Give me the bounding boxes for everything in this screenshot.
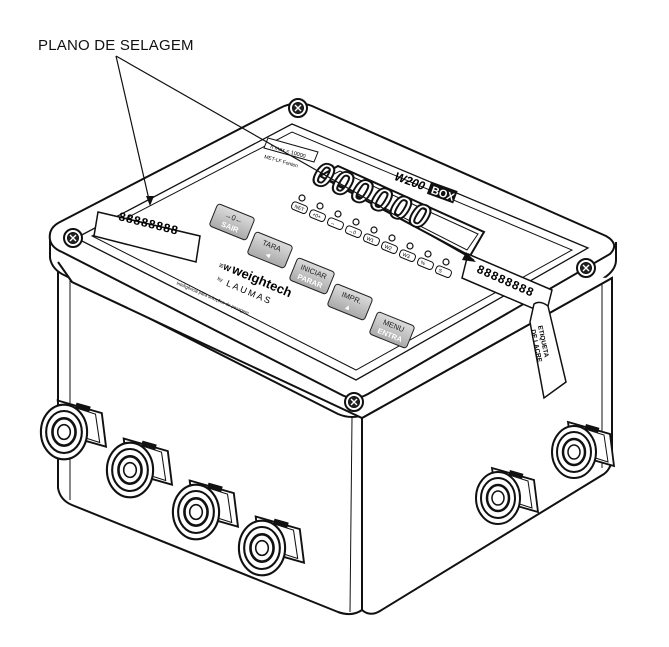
status-led: ↔	[326, 210, 344, 230]
status-led-label: %	[419, 260, 426, 267]
led-dot	[370, 226, 378, 234]
key-button[interactable]: IMPR.▲	[327, 283, 373, 321]
status-led-label: NET	[293, 204, 305, 213]
cable-gland-icon	[39, 399, 108, 461]
cable-gland-icon	[171, 479, 240, 541]
callout-leaders	[115, 55, 476, 262]
callout-label: PLANO DE SELAGEM	[38, 37, 194, 54]
led-dot	[298, 194, 306, 202]
screw-icon	[344, 392, 364, 412]
status-led: W1	[362, 226, 380, 246]
status-led: W3	[398, 242, 416, 262]
status-led-label: W3	[401, 252, 410, 260]
led-dot	[388, 234, 396, 242]
led-dot	[352, 218, 360, 226]
screw-icon	[63, 228, 83, 248]
key-bottom-label: ◄	[263, 250, 273, 261]
cable-glands	[39, 399, 616, 577]
led-dot	[424, 250, 432, 258]
key-bottom-label: ▲	[343, 302, 353, 313]
screw-icon	[288, 98, 308, 118]
cable-gland-icon	[475, 466, 540, 525]
status-led-label: +0+	[311, 212, 321, 221]
status-led: NET	[290, 194, 308, 214]
led-dot	[442, 258, 450, 266]
led-dot	[316, 202, 324, 210]
cable-gland-icon	[105, 437, 174, 499]
status-led-label: S	[437, 268, 443, 275]
status-led: W2	[380, 234, 398, 254]
brand-by: by	[216, 276, 224, 284]
status-led: +0+	[308, 202, 326, 222]
led-dot	[334, 210, 342, 218]
key-button[interactable]: →0←SAIR	[209, 203, 255, 241]
cable-gland-icon	[237, 515, 306, 577]
screw-icon	[576, 258, 596, 278]
seal-tag: ETIQUETA DE LACRE	[529, 301, 567, 400]
enclosure-lid	[48, 102, 616, 399]
status-led-label: W2	[383, 244, 392, 252]
status-led: S	[434, 258, 452, 278]
led-dot	[406, 242, 414, 250]
key-button[interactable]: TARA◄	[247, 231, 293, 269]
cable-gland-icon	[551, 420, 616, 479]
status-led: %	[416, 250, 434, 270]
status-led: →0	[344, 218, 362, 238]
status-led-label: W1	[365, 236, 374, 244]
status-led-label: →0	[347, 228, 357, 237]
lid-screws	[63, 98, 596, 412]
status-led-label: ↔	[329, 220, 336, 227]
